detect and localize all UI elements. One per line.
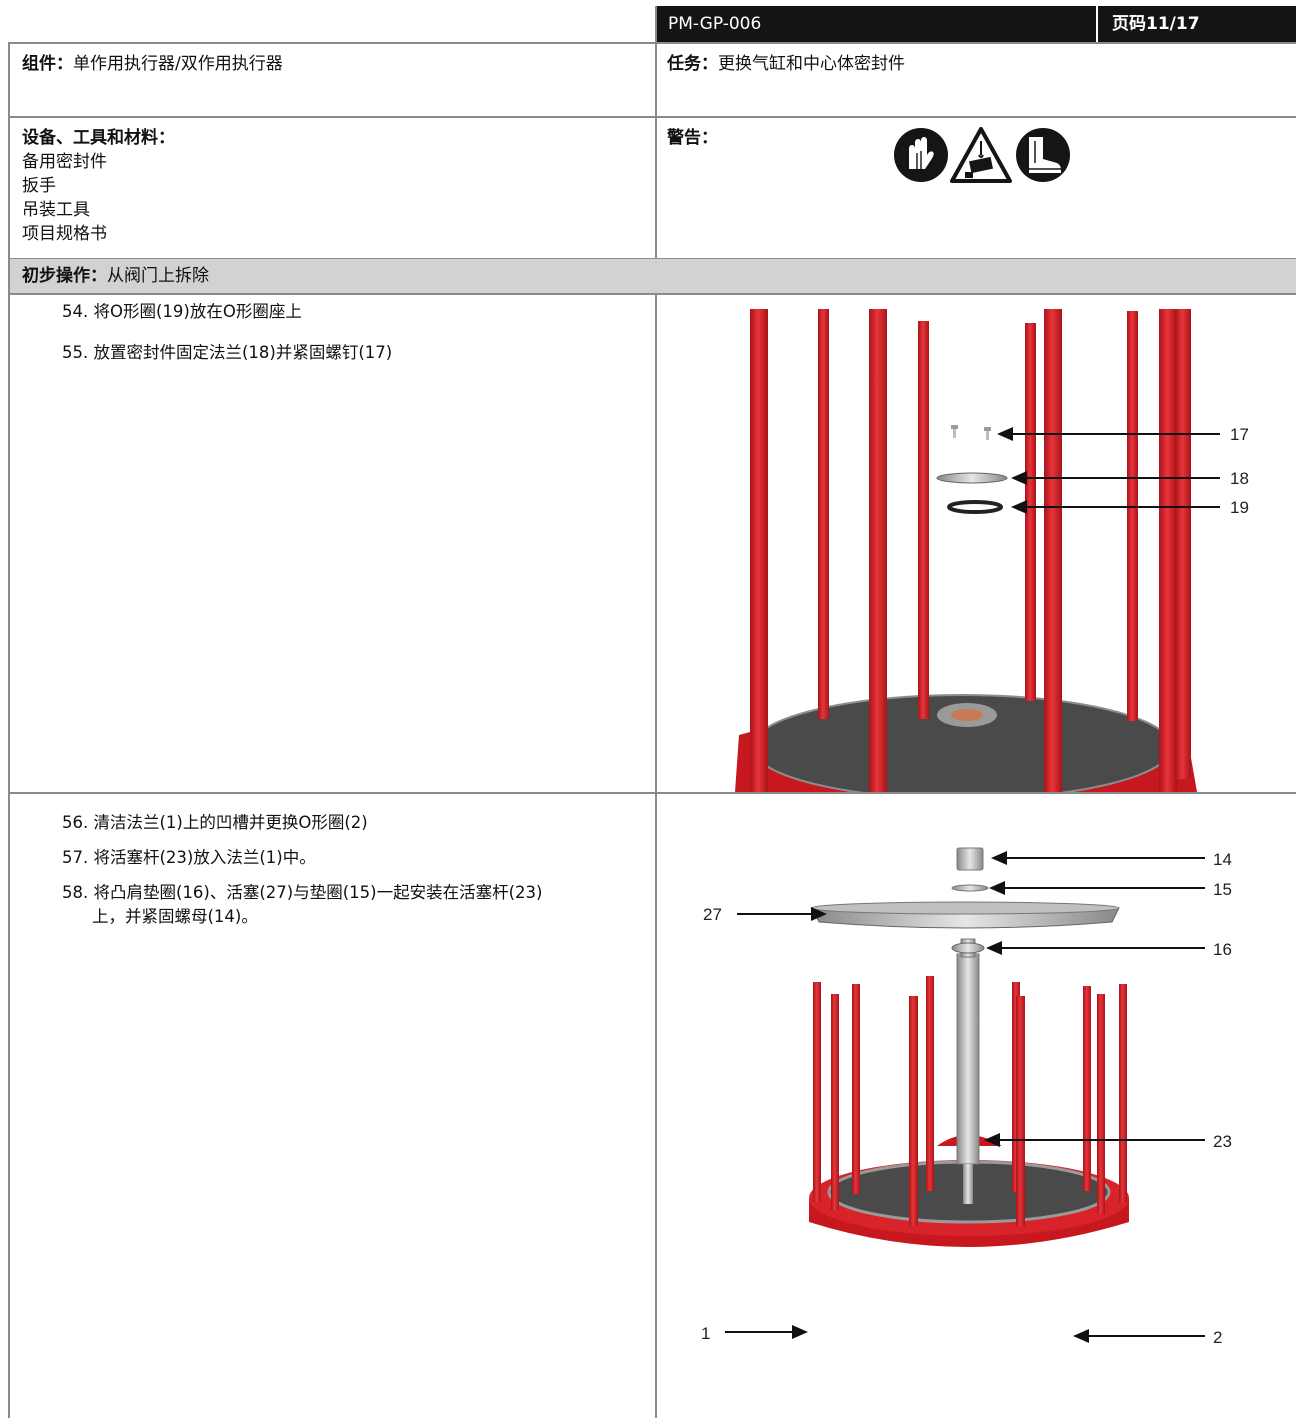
figure-seal-flange-assembly: 17 18 19 bbox=[735, 309, 1249, 792]
step-58-continued: 上，并紧固螺母(14)。 bbox=[92, 907, 258, 926]
step-57: 57. 将活塞杆(23)放入法兰(1)中。 bbox=[62, 848, 316, 867]
preliminary-row-bg bbox=[10, 259, 1296, 294]
callout-19: 19 bbox=[1230, 498, 1249, 517]
part-18-seal-flange bbox=[936, 472, 1008, 484]
warning-icons bbox=[894, 127, 1070, 183]
equipment-label: 设备、工具和材料： bbox=[22, 128, 175, 148]
preliminary-label: 初步操作： bbox=[22, 266, 107, 286]
row-divider-3 bbox=[10, 293, 1296, 295]
row-divider-1 bbox=[10, 116, 1296, 118]
tie-rods-2 bbox=[813, 976, 1127, 1226]
preliminary-value: 从阀门上拆除 bbox=[107, 266, 209, 286]
part-23-piston-rod bbox=[956, 953, 980, 1165]
page-number: 页码11/17 bbox=[1098, 6, 1296, 42]
part-15-washer bbox=[951, 884, 989, 892]
table-left-border bbox=[8, 42, 10, 1418]
callout-leaders-section2 bbox=[725, 851, 1205, 1343]
part-17-screws bbox=[951, 425, 991, 440]
component-cell: 组件：单作用执行器/双作用执行器 bbox=[22, 52, 283, 76]
callout-16: 16 bbox=[1213, 940, 1232, 959]
task-label: 任务： bbox=[667, 54, 718, 74]
equipment-item: 项目规格书 bbox=[22, 224, 107, 244]
task-value: 更换气缸和中心体密封件 bbox=[718, 54, 905, 74]
equipment-item: 吊装工具 bbox=[22, 200, 90, 220]
callout-leaders-section1 bbox=[997, 427, 1220, 514]
base-plate bbox=[752, 695, 1172, 792]
warning-cell: 警告： bbox=[667, 126, 718, 150]
callout-15: 15 bbox=[1213, 880, 1232, 899]
callout-27: 27 bbox=[703, 905, 722, 924]
warning-label: 警告： bbox=[667, 128, 718, 148]
component-value: 单作用执行器/双作用执行器 bbox=[73, 54, 283, 74]
safety-boots-icon bbox=[1016, 128, 1070, 182]
component-label: 组件： bbox=[22, 54, 73, 74]
callout-23: 23 bbox=[1213, 1132, 1232, 1151]
callout-17: 17 bbox=[1230, 425, 1249, 444]
suspended-load-hazard-icon bbox=[950, 127, 1012, 183]
table-center-divider bbox=[655, 6, 657, 1418]
equipment-item: 备用密封件 bbox=[22, 152, 107, 172]
task-cell: 任务：更换气缸和中心体密封件 bbox=[667, 52, 905, 76]
callout-2: 2 bbox=[1213, 1328, 1222, 1347]
figure-piston-rod-assembly: 14 15 27 16 23 1 2 bbox=[701, 847, 1232, 1347]
tie-rods bbox=[750, 309, 1191, 792]
document-id: PM-GP-006 bbox=[656, 6, 1096, 42]
callout-1: 1 bbox=[701, 1324, 710, 1343]
equipment-cell: 设备、工具和材料： 备用密封件 扳手 吊装工具 项目规格书 bbox=[22, 126, 175, 246]
callout-14: 14 bbox=[1213, 850, 1232, 869]
callout-18: 18 bbox=[1230, 469, 1249, 488]
part-14-nut bbox=[956, 847, 984, 871]
step-56: 56. 清洁法兰(1)上的凹槽并更换O形圈(2) bbox=[62, 813, 368, 832]
row-divider-4 bbox=[10, 792, 1296, 794]
step-55: 55. 放置密封件固定法兰(18)并紧固螺钉(17) bbox=[62, 343, 393, 362]
table-top-border bbox=[8, 42, 1296, 44]
equipment-item: 扳手 bbox=[22, 176, 56, 196]
gloves-icon bbox=[894, 128, 948, 182]
part-16-shoulder-washer bbox=[951, 942, 985, 954]
step-54: 54. 将O形圈(19)放在O形圈座上 bbox=[62, 302, 302, 321]
step-58: 58. 将凸肩垫圈(16)、活塞(27)与垫圈(15)一起安装在活塞杆(23) bbox=[62, 883, 543, 902]
preliminary-cell: 初步操作：从阀门上拆除 bbox=[22, 264, 209, 288]
part-19-o-ring bbox=[947, 500, 1003, 514]
